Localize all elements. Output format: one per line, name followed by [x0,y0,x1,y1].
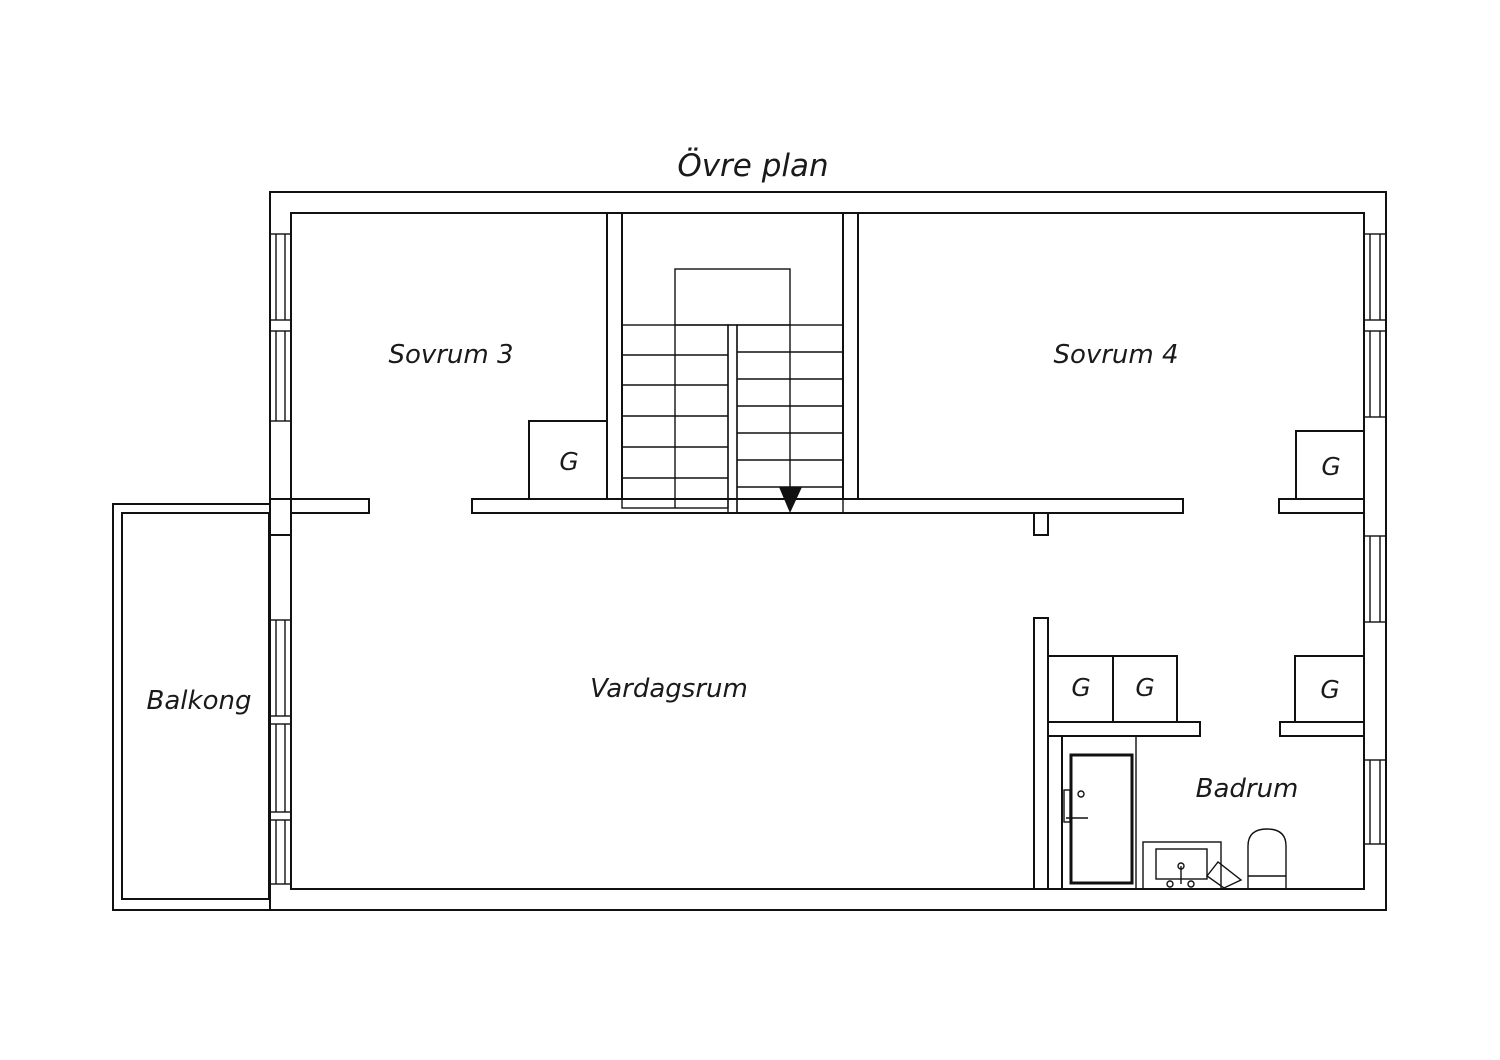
floor-title: Övre plan [677,147,828,184]
closet-label: G [1321,452,1340,481]
stair-direction-arrow-icon [779,487,802,513]
toilet-icon [1247,828,1287,890]
room-label-balkong: Balkong [147,686,252,716]
bathroom-fixtures [1063,736,1287,890]
room-label-sovrum-3: Sovrum 3 [388,340,513,370]
sink-icon [1142,841,1222,890]
closet-label: G [1320,675,1339,704]
closet-label: G [1071,673,1090,702]
closets: G G G G G [528,420,1365,723]
towel-icon [1205,861,1243,889]
balcony [112,503,271,911]
room-label-badrum: Badrum [1196,774,1299,804]
shower-icon [1069,753,1134,885]
staircase [621,268,844,514]
interior-walls [269,212,1365,890]
closet-label: G [559,447,578,476]
room-label-vardagsrum: Vardagsrum [590,674,748,704]
windows-right [1363,233,1387,845]
windows-left [269,233,292,885]
room-label-sovrum-4: Sovrum 4 [1053,340,1178,370]
closet-label: G [1135,673,1154,702]
